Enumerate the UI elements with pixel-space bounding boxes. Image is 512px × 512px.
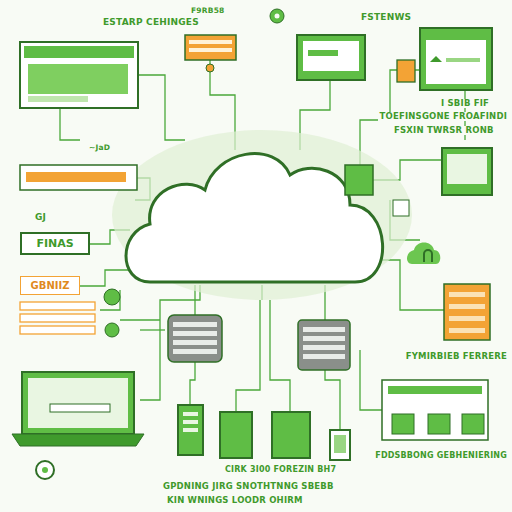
caption-text: FSTENWS bbox=[360, 13, 412, 23]
box-text: FINAS bbox=[36, 237, 73, 250]
caption-text: FDDSBBONG GEBHENIERING bbox=[374, 452, 508, 461]
caption-text: GJ bbox=[34, 213, 47, 223]
box-text: GBNIIZ bbox=[31, 280, 70, 291]
label-box: GBNIIZ bbox=[20, 276, 80, 295]
caption-text: GPDNING JIRG SNOTHTNNG SBEBB bbox=[162, 482, 335, 491]
caption-text: ESTARP CEHINGES bbox=[102, 18, 200, 28]
caption-text: I SBIB FIF bbox=[440, 99, 490, 108]
caption-text: F9RB58 bbox=[190, 7, 225, 15]
caption-text: CIRK 3I00 FOREZIN BH7 bbox=[224, 466, 337, 475]
caption-text: KIN WNINGS LOODR OHIRM bbox=[166, 496, 304, 505]
caption-text: FSXIN TWRSR RONB bbox=[393, 126, 495, 135]
caption-text: FYMIRBIEB FERRERE bbox=[405, 352, 508, 361]
label-box: FINAS bbox=[20, 232, 90, 255]
caption-text: ~JaD bbox=[88, 144, 111, 152]
caption-text: TOEFINSGONE FROAFINDI bbox=[378, 112, 508, 121]
